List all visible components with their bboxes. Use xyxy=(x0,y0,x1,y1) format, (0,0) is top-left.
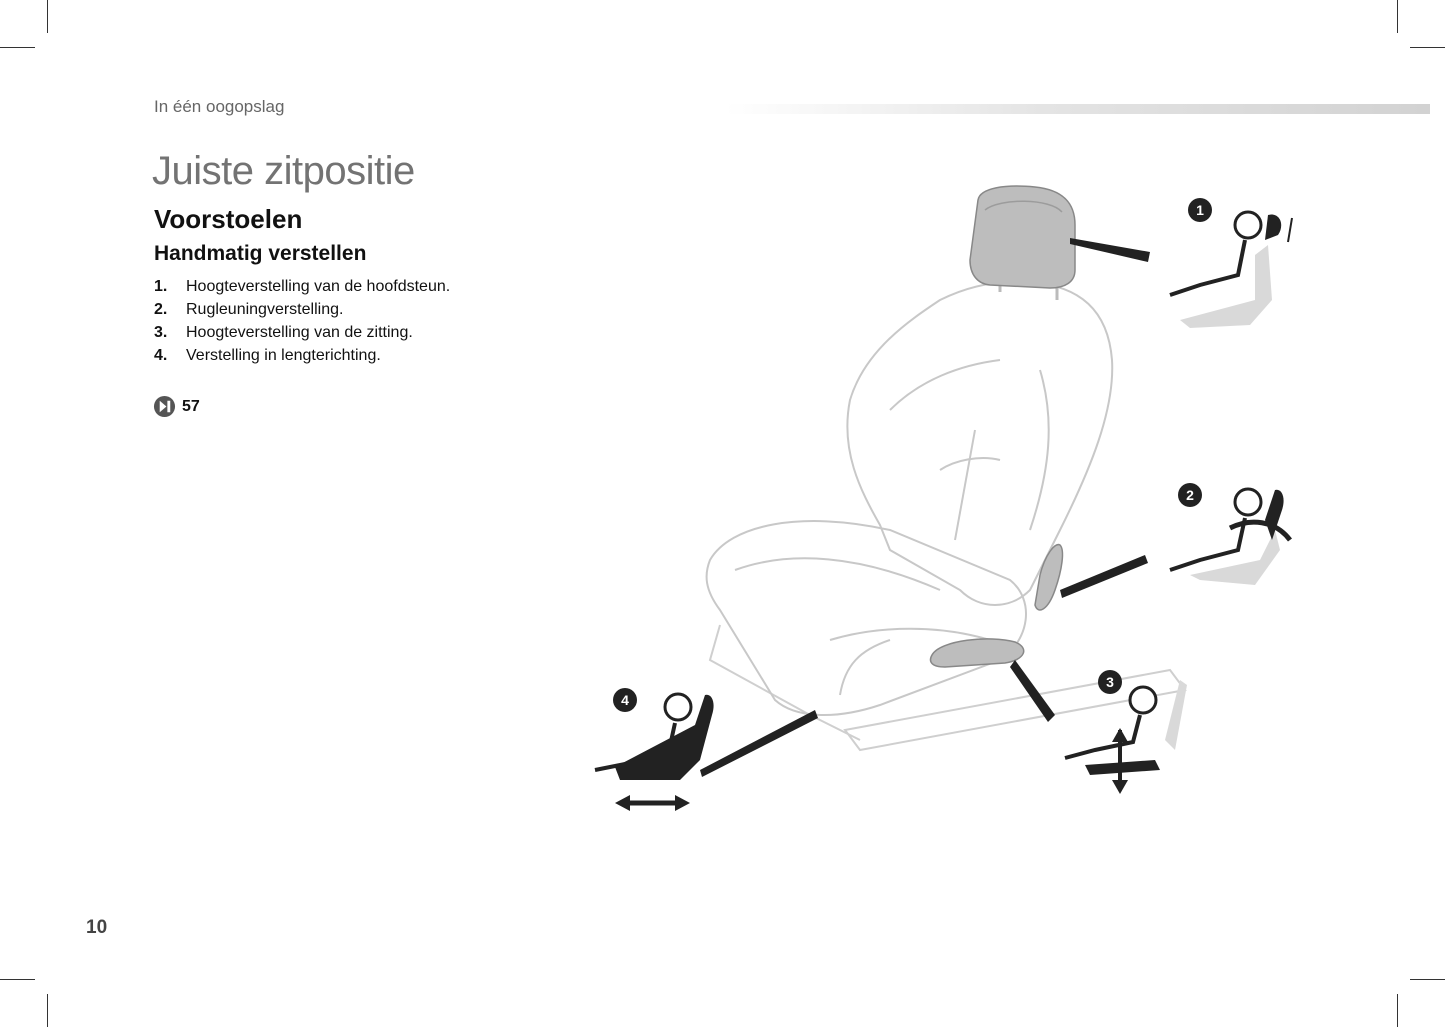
callout-label: 1 xyxy=(1196,202,1204,218)
list-item: 2. Rugleuningverstelling. xyxy=(154,299,450,322)
subtitle: Voorstoelen xyxy=(154,204,303,234)
subheading: Handmatig verstellen xyxy=(154,242,367,265)
callout-3: 3 xyxy=(1064,670,1187,794)
adjustment-list: 1. Hoogteverstelling van de hoofdsteun. 2… xyxy=(154,276,450,368)
seat-height-lever xyxy=(929,638,1025,668)
callout-1: 1 xyxy=(1169,198,1293,328)
page-reference-icon xyxy=(153,395,176,418)
page-reference-number: 57 xyxy=(182,397,200,415)
crop-mark xyxy=(1397,994,1398,1027)
list-item: 1. Hoogteverstelling van de hoofdsteun. xyxy=(154,276,450,299)
page-title: Juiste zitpositie xyxy=(152,149,415,193)
seat-cushion xyxy=(705,520,1027,717)
list-item: 3. Hoogteverstelling van de zitting. xyxy=(154,322,450,345)
page-number: 10 xyxy=(86,917,108,938)
backrest-lever xyxy=(1034,543,1064,611)
item-number: 1. xyxy=(154,278,168,295)
crop-mark xyxy=(0,979,35,980)
crop-mark xyxy=(47,994,48,1027)
callout-label: 4 xyxy=(621,692,629,708)
seat-illustration: 1 2 3 4 xyxy=(594,185,1293,811)
callout-label: 2 xyxy=(1186,487,1194,503)
crop-mark xyxy=(47,0,48,33)
item-text: Hoogteverstelling van de zitting. xyxy=(186,324,413,341)
item-text: Verstelling in lengterichting. xyxy=(186,347,381,364)
item-number: 3. xyxy=(154,324,168,341)
header-gradient-bar xyxy=(725,104,1430,114)
callout-2: 2 xyxy=(1169,483,1292,585)
callout-leaders xyxy=(700,238,1150,777)
section-label: In één oogopslag xyxy=(154,97,285,116)
item-text: Hoogteverstelling van de hoofdsteun. xyxy=(186,278,451,295)
headrest xyxy=(969,185,1076,289)
item-number: 2. xyxy=(154,301,168,318)
seat-backrest xyxy=(846,280,1114,606)
item-number: 4. xyxy=(154,347,168,364)
crop-mark xyxy=(1410,979,1445,980)
crop-mark xyxy=(1410,47,1445,48)
crop-mark xyxy=(0,47,35,48)
crop-mark xyxy=(1397,0,1398,33)
page-reference[interactable]: 57 xyxy=(153,395,200,418)
callout-4: 4 xyxy=(594,688,714,811)
list-item: 4. Verstelling in lengterichting. xyxy=(154,345,450,368)
item-text: Rugleuningverstelling. xyxy=(186,301,344,318)
callout-label: 3 xyxy=(1106,674,1114,690)
